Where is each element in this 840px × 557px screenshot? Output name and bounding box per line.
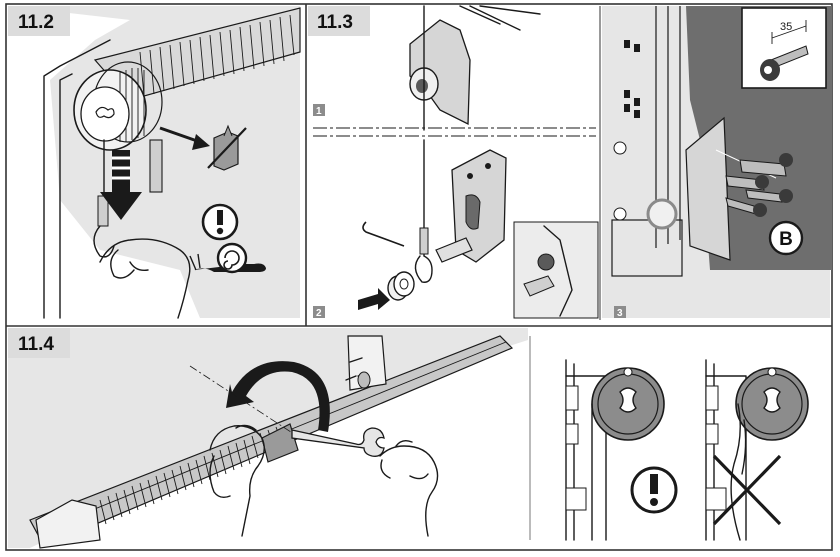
cable-check-good: [565, 359, 665, 541]
split-pin: [362, 221, 405, 247]
cable-check-bad: [705, 359, 809, 541]
hand-icon: [209, 424, 265, 537]
wrench-icon: [291, 427, 385, 457]
cross-out-icon: [712, 454, 782, 526]
cross-out-icon: [207, 127, 247, 169]
mounting-bracket: [685, 116, 731, 261]
downward-arrow-icon: [100, 150, 142, 220]
step-marker-3: [614, 306, 626, 318]
panel-label-bg: [308, 6, 370, 36]
torsion-spring: [139, 14, 295, 97]
panel-label: 11.2: [18, 12, 54, 33]
panel-11-3: 11.3 1 2: [308, 5, 832, 320]
panel-label: 11.3: [317, 12, 353, 33]
panel-label-bg: [8, 6, 70, 36]
attention-icon: [201, 203, 239, 241]
step-marker-1: [313, 104, 325, 116]
part-callout: [768, 220, 804, 256]
snail-icon: [189, 242, 266, 274]
cable-drum: [73, 61, 163, 151]
step-number: 1: [316, 106, 322, 117]
bushing: [387, 271, 415, 301]
attention-icon: [630, 466, 678, 514]
panel-11-2: 11.2: [8, 6, 301, 319]
panel-label: 11.4: [18, 334, 54, 355]
hand-icon: [99, 238, 191, 319]
rotation-arrow-icon: [226, 361, 330, 432]
screws: [715, 149, 793, 217]
detail-inset: [513, 221, 599, 319]
step-number: 2: [316, 308, 322, 319]
panel-label-bg: [8, 328, 70, 358]
dimension-inset: [741, 7, 827, 89]
hand-icon: [379, 439, 439, 537]
panel-11-4: 11.4: [8, 328, 809, 549]
dimension-value: 35: [780, 21, 792, 33]
arrow-icon: [192, 134, 210, 150]
step-number: 3: [617, 308, 623, 319]
part-letter: B: [779, 229, 793, 250]
no-grease-icon: [207, 124, 247, 171]
step-marker-2: [313, 306, 325, 318]
push-arrow-icon: [358, 288, 390, 310]
